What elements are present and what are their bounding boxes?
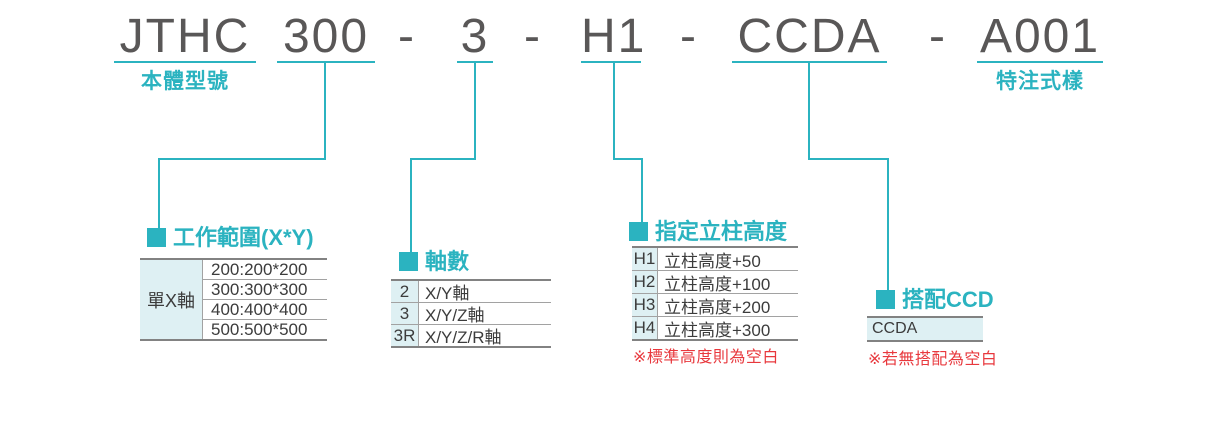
code-segment-text: H1: [581, 10, 647, 63]
leader-line: [808, 158, 889, 160]
section-title: 搭配CCD: [902, 287, 994, 312]
segment-label-body-model: 本體型號: [141, 70, 229, 93]
table-row: 3R X/Y/Z/R軸: [391, 324, 551, 347]
row-desc-cell: 立柱高度+50: [664, 251, 761, 271]
row-desc-cell: X/Y/Z/R軸: [425, 328, 502, 347]
row-desc-cell: X/Y軸: [425, 284, 470, 303]
row-code-cell: H4: [632, 317, 658, 339]
code-segment-ccda: CCDA: [732, 13, 887, 63]
leader-line: [158, 160, 160, 228]
leader-line: [410, 158, 476, 160]
leader-line: [613, 61, 615, 159]
code-separator: -: [929, 10, 945, 63]
code-segment-a001: A001: [977, 13, 1103, 63]
column-height-table: H1 立柱高度+50 H2 立柱高度+100 H3 立柱高度+200 H4 立柱…: [632, 246, 798, 341]
row-code-cell: 3: [391, 303, 419, 324]
bullet-square-icon: [399, 252, 418, 271]
code-segment-text: 3: [460, 10, 490, 63]
code-segment-text: 300: [282, 10, 370, 63]
row-header-cell: 單X軸: [140, 260, 203, 339]
section-header-column-height: 指定立柱高度: [629, 219, 787, 244]
row-desc-cell: 立柱高度+300: [664, 320, 771, 340]
section-header-ccd: 搭配CCD: [876, 287, 994, 312]
note-standard-height: ※標準高度則為空白: [633, 349, 779, 366]
leader-line: [324, 61, 326, 159]
row-code-cell: 3R: [391, 325, 419, 346]
section-header-axis-count: 軸數: [399, 249, 469, 274]
segment-label-special-spec: 特注式樣: [996, 70, 1084, 93]
ccd-table: CCDA: [867, 316, 983, 342]
row-desc-cell: X/Y/Z軸: [425, 306, 485, 325]
code-separator: -: [524, 10, 540, 63]
row-code-cell: 2: [391, 281, 419, 302]
section-title: 軸數: [425, 249, 470, 274]
leader-line: [410, 160, 412, 252]
leader-line: [808, 61, 810, 159]
table-cell: 500:500*500: [203, 319, 327, 339]
code-segment-h1: H1: [581, 13, 644, 63]
code-separator: -: [680, 10, 696, 63]
row-code-cell: H1: [632, 248, 658, 270]
leader-line: [887, 160, 889, 290]
section-header-work-range: 工作範圍(X*Y): [147, 225, 314, 250]
leader-line: [641, 160, 643, 222]
work-range-values: 200:200*200 300:300*300 400:400*400 500:…: [203, 260, 327, 339]
section-title: 指定立柱高度: [655, 219, 788, 244]
table-cell: CCDA: [867, 318, 983, 340]
row-code-cell: H2: [632, 271, 658, 293]
code-segment-jthc: JTHC: [114, 13, 256, 63]
row-desc-cell: 立柱高度+100: [664, 274, 771, 294]
row-code-cell: H3: [632, 294, 658, 316]
leader-line: [158, 158, 326, 160]
table-cell: 300:300*300: [203, 279, 327, 299]
bullet-square-icon: [147, 228, 166, 247]
section-title: 工作範圍(X*Y): [173, 225, 314, 250]
code-segment-text: JTHC: [119, 10, 251, 63]
row-desc-cell: 立柱高度+200: [664, 297, 771, 317]
table-row: H1 立柱高度+50: [632, 248, 798, 271]
leader-line: [474, 61, 476, 159]
leader-line: [613, 158, 643, 160]
table-row: 2 X/Y軸: [391, 281, 551, 303]
code-segment-text: A001: [979, 10, 1101, 63]
code-separator: -: [398, 10, 414, 63]
table-row: 3 X/Y/Z軸: [391, 302, 551, 325]
code-segment-300: 300: [277, 13, 375, 63]
note-no-ccd: ※若無搭配為空白: [868, 351, 998, 368]
code-segment-3: 3: [457, 13, 493, 63]
table-row: H2 立柱高度+100: [632, 270, 798, 294]
bullet-square-icon: [629, 222, 648, 241]
code-segment-text: CCDA: [737, 10, 882, 63]
axis-count-table: 2 X/Y軸 3 X/Y/Z軸 3R X/Y/Z/R軸: [391, 279, 551, 348]
table-row: H3 立柱高度+200: [632, 293, 798, 317]
table-row: H4 立柱高度+300: [632, 316, 798, 340]
work-range-table: 單X軸 200:200*200 300:300*300 400:400*400 …: [140, 258, 327, 341]
table-cell: 200:200*200: [211, 260, 308, 279]
table-cell: 400:400*400: [203, 299, 327, 319]
bullet-square-icon: [876, 290, 895, 309]
